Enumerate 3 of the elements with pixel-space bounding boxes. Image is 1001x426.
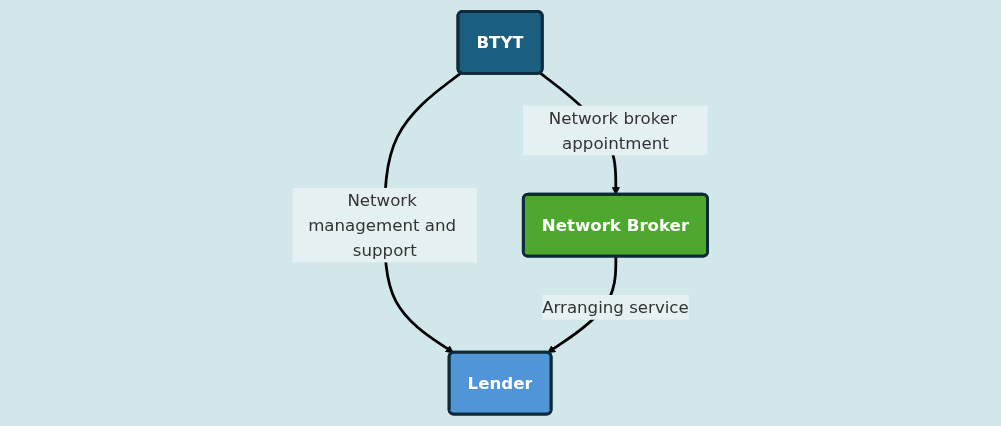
edge-label: Network management and support: [308, 190, 457, 261]
edge-label: Arranging service: [542, 297, 690, 318]
edge-label: Network broker appointment: [549, 108, 678, 153]
